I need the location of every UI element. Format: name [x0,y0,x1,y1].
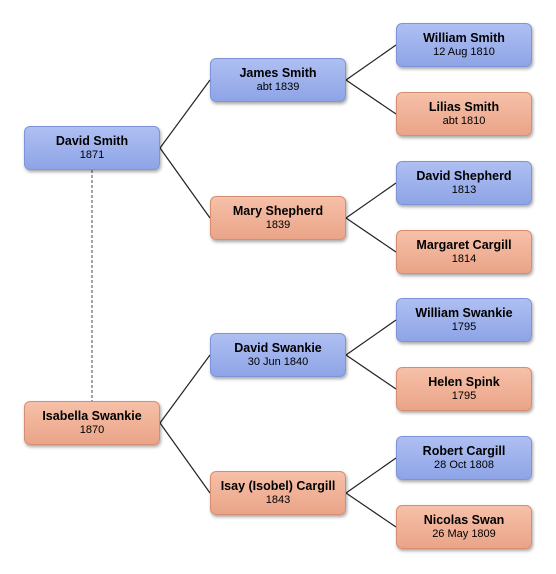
parent-connector-father [345,319,397,356]
person-date: 12 Aug 1810 [433,46,495,58]
person-date: 1839 [265,219,291,231]
person-box-isabella-swankie[interactable]: Isabella Swankie 1870 [24,401,160,445]
person-name: David Swankie [234,341,322,355]
person-date: 1814 [451,253,477,265]
parent-connector-mother [159,147,211,219]
person-box-william-swankie[interactable]: William Swankie 1795 [396,298,532,342]
person-name: Margaret Cargill [416,238,512,252]
person-date: 1843 [265,494,291,506]
person-name: James Smith [239,66,317,80]
person-box-helen-spink[interactable]: Helen Spink 1795 [396,367,532,411]
parent-connector-father [345,44,397,81]
person-date: 1795 [451,321,477,333]
person-box-james-smith[interactable]: James Smith abt 1839 [210,58,346,102]
person-date: 28 Oct 1808 [434,459,494,471]
parent-connector-mother [345,492,397,528]
person-date: 26 May 1809 [432,528,496,540]
parent-connector-mother [345,354,397,390]
person-name: David Shepherd [416,169,512,183]
person-box-david-swankie[interactable]: David Swankie 30 Jun 1840 [210,333,346,377]
person-box-isay-cargill[interactable]: Isay (Isobel) Cargill 1843 [210,471,346,515]
person-name: David Smith [55,134,129,148]
parent-connector-father [345,182,397,219]
person-box-margaret-cargill[interactable]: Margaret Cargill 1814 [396,230,532,274]
person-name: Isay (Isobel) Cargill [220,479,336,493]
parent-connector-mother [345,217,397,253]
person-name: Mary Shepherd [232,204,324,218]
person-name: Lilias Smith [428,100,500,114]
parent-connector-father [159,354,211,424]
person-date: 1871 [79,149,105,161]
person-box-lilias-smith[interactable]: Lilias Smith abt 1810 [396,92,532,136]
parent-connector-father [345,457,397,494]
person-date: 30 Jun 1840 [247,356,309,368]
person-name: Isabella Swankie [42,409,142,423]
person-box-mary-shepherd[interactable]: Mary Shepherd 1839 [210,196,346,240]
parent-connector-father [159,79,211,149]
person-name: Nicolas Swan [423,513,505,527]
person-box-david-smith[interactable]: David Smith 1871 [24,126,160,170]
person-box-robert-cargill[interactable]: Robert Cargill 28 Oct 1808 [396,436,532,480]
person-box-nicolas-swan[interactable]: Nicolas Swan 26 May 1809 [396,505,532,549]
person-name: Helen Spink [428,375,500,389]
person-date: 1870 [79,424,105,436]
person-date: abt 1839 [256,81,300,93]
person-box-william-smith[interactable]: William Smith 12 Aug 1810 [396,23,532,67]
person-date: 1813 [451,184,477,196]
person-date: abt 1810 [442,115,486,127]
person-name: William Swankie [415,306,513,320]
parent-connector-mother [345,79,397,115]
person-box-david-shepherd[interactable]: David Shepherd 1813 [396,161,532,205]
parent-connector-mother [159,422,211,494]
person-name: Robert Cargill [422,444,506,458]
person-name: William Smith [423,31,505,45]
person-date: 1795 [451,390,477,402]
